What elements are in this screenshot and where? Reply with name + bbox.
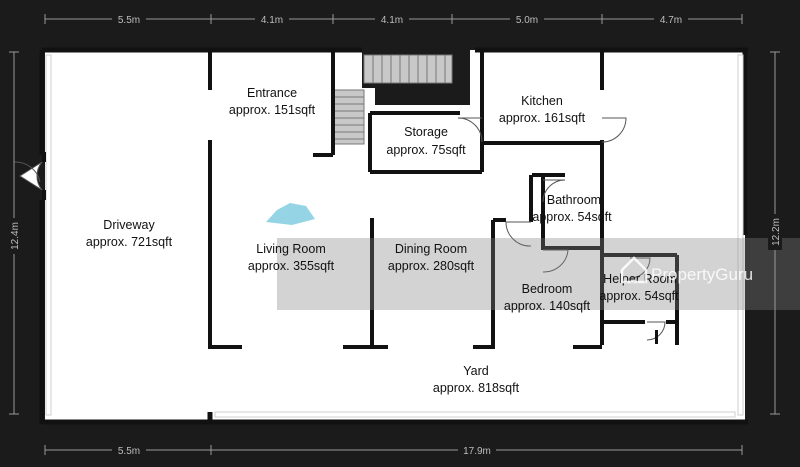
glazing bbox=[45, 54, 744, 418]
door-bathroom bbox=[542, 179, 566, 203]
room-name-driveway: Driveway bbox=[103, 218, 155, 232]
room-area-storage: approx. 75sqft bbox=[386, 143, 466, 157]
room-area-dining-room: approx. 280sqft bbox=[388, 259, 475, 273]
dimension-labels: 5.5m 4.1m 4.1m 5.0m 4.7m 5.5m 17.9m 12.4… bbox=[7, 12, 782, 457]
dim-top-1: 5.5m bbox=[118, 15, 140, 26]
dim-left: 12.4m bbox=[10, 222, 21, 250]
room-area-bathroom: approx. 54sqft bbox=[532, 210, 612, 224]
door-kitchen-right bbox=[601, 117, 627, 143]
dim-right: 12.2m bbox=[771, 218, 782, 246]
room-name-kitchen: Kitchen bbox=[521, 94, 563, 108]
dim-top-5: 4.7m bbox=[660, 15, 682, 26]
bottom-wall bbox=[42, 412, 748, 425]
stair-lower bbox=[331, 89, 365, 145]
room-name-bathroom: Bathroom bbox=[547, 193, 601, 207]
room-name-living-room: Living Room bbox=[256, 242, 325, 256]
watermark-text: PropertyGuru bbox=[651, 265, 753, 284]
door-bedroom-a bbox=[505, 221, 532, 247]
dim-bottom-2: 17.9m bbox=[463, 446, 491, 457]
north-marker-icon bbox=[266, 203, 315, 225]
stair-upper bbox=[363, 54, 453, 84]
door-driveway-gate bbox=[19, 161, 43, 191]
watermark-band bbox=[277, 238, 800, 310]
dim-bottom-1: 5.5m bbox=[118, 446, 140, 457]
watermark: PropertyGuru bbox=[620, 256, 753, 284]
room-area-helper-room: approx. 54sqft bbox=[599, 289, 679, 303]
room-name-entrance: Entrance bbox=[247, 86, 297, 100]
room-area-yard: approx. 818sqft bbox=[433, 381, 520, 395]
dim-top-4: 5.0m bbox=[516, 15, 538, 26]
door-helper-b bbox=[646, 321, 666, 341]
dim-top-2: 4.1m bbox=[261, 15, 283, 26]
dimension-lines bbox=[9, 14, 780, 455]
room-area-living-room: approx. 355sqft bbox=[248, 259, 335, 273]
room-name-bedroom: Bedroom bbox=[522, 282, 573, 296]
dim-top-3: 4.1m bbox=[381, 15, 403, 26]
room-area-entrance: approx. 151sqft bbox=[229, 103, 316, 117]
room-name-storage: Storage bbox=[404, 125, 448, 139]
room-area-bedroom: approx. 140sqft bbox=[504, 299, 591, 313]
room-area-kitchen: approx. 161sqft bbox=[499, 111, 586, 125]
door-stoppers bbox=[42, 152, 658, 344]
room-name-yard: Yard bbox=[463, 364, 489, 378]
door-bedroom-b bbox=[542, 249, 569, 273]
room-name-dining-room: Dining Room bbox=[395, 242, 467, 256]
door-kitchen-left bbox=[457, 117, 483, 143]
outer-walls bbox=[39, 47, 748, 424]
room-labels: Entrance approx. 151sqft Kitchen approx.… bbox=[86, 86, 679, 395]
room-area-driveway: approx. 721sqft bbox=[86, 235, 173, 249]
propertyguru-logo-icon bbox=[620, 256, 648, 284]
interior-walls bbox=[208, 52, 679, 349]
